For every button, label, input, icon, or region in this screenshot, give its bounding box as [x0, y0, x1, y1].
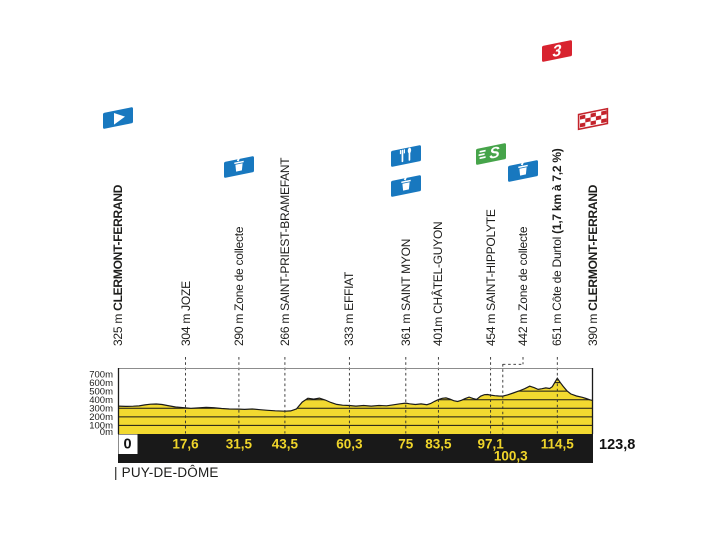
distance-label: 0 — [123, 437, 131, 453]
waypoint-label: 651 m Côte de Durtol (1,7 km à 7,2 %) — [550, 148, 564, 346]
yaxis-tick-label: 400m — [89, 395, 113, 406]
start-flag-icon — [101, 104, 135, 132]
waypoint-elevation: 333 m — [342, 310, 357, 346]
distance-band — [118, 434, 593, 463]
waypoint-label: 304 m JOZE — [179, 281, 193, 346]
waypoint-label: 442 m Zone de collecte — [516, 227, 530, 346]
distance-label: 31,5 — [226, 437, 253, 452]
waypoint-label: 325 m CLERMONT-FERRAND — [111, 185, 125, 346]
waypoint-label: 454 m SAINT-HIPPOLYTE — [484, 209, 498, 346]
distance-label: 60,3 — [336, 437, 363, 452]
waypoint-elevation: 442 m — [516, 310, 530, 346]
distance-label: 17,6 — [172, 437, 199, 452]
waypoint-label: 333 m EFFIAT — [342, 272, 356, 346]
waypoint-climb-detail: (1,7 km à 7,2 %) — [550, 148, 565, 237]
collecte-icon — [506, 157, 540, 185]
waypoint-name: SAINT-HIPPOLYTE — [483, 209, 498, 311]
distance-label: 83,5 — [425, 437, 452, 452]
yaxis-tick-label: 700m — [89, 369, 113, 380]
waypoint-name: EFFIAT — [342, 271, 357, 311]
waypoint-name: CLERMONT-FERRAND — [586, 184, 600, 311]
finish-flag-icon — [576, 105, 610, 133]
waypoint-name: Zone de collecte — [231, 226, 246, 311]
terrain-outline — [117, 377, 594, 412]
waypoint-elevation: 390 m — [586, 310, 600, 346]
waypoint-label: 290 m Zone de collecte — [232, 227, 246, 346]
sprint-icon: S — [474, 140, 508, 168]
yaxis-tick-label: 200m — [89, 412, 113, 423]
waypoint-elevation: 266 m — [277, 310, 292, 346]
feed-icon — [389, 142, 423, 170]
waypoint-label: 361 m SAINT MYON — [399, 239, 413, 346]
yaxis-tick-label: 0m — [100, 427, 113, 438]
waypoint-elevation: 651 m — [550, 310, 565, 346]
waypoint-name: JOZE — [178, 281, 193, 311]
waypoint-elevation: 361 m — [398, 310, 413, 346]
yaxis-tick-label: 100m — [89, 421, 113, 432]
waypoint-elevation: 401m — [431, 313, 446, 346]
waypoint-name: SAINT-PRIEST-BRAMEFANT — [277, 157, 292, 311]
collecte-icon — [389, 172, 423, 200]
waypoint-name: Zone de collecte — [516, 226, 530, 311]
waypoint-label: 390 m CLERMONT-FERRAND — [586, 185, 600, 346]
waypoint-elevation: 454 m — [483, 310, 498, 346]
distance-label: 123,8 — [599, 437, 635, 453]
waypoint-label: 401m CHÂTEL-GUYON — [431, 222, 445, 346]
distance-label: 100,3 — [494, 449, 528, 464]
distance-label: 75 — [398, 437, 414, 452]
svg-text:3: 3 — [553, 41, 562, 61]
waypoint-elevation: 325 m — [111, 310, 125, 346]
band-start-notch — [118, 434, 138, 454]
cat3-icon: 3 — [540, 37, 574, 65]
waypoint-label: 266 m SAINT-PRIEST-BRAMEFANT — [278, 158, 292, 346]
distance-label: 43,5 — [272, 437, 299, 452]
yaxis-tick-label: 500m — [89, 386, 113, 397]
collecte-icon — [222, 153, 256, 181]
distance-label: 97,1 — [477, 437, 504, 452]
waypoint-name: CLERMONT-FERRAND — [111, 184, 125, 311]
waypoint-elevation: 290 m — [231, 310, 246, 346]
waypoint-name: CHÂTEL-GUYON — [431, 221, 446, 314]
waypoint-elevation: 304 m — [178, 310, 193, 346]
waypoint-name: Côte de Durtol — [550, 236, 565, 311]
yaxis-tick-label: 600m — [89, 378, 113, 389]
waypoint-name: SAINT MYON — [398, 238, 413, 311]
yaxis-tick-label: 300m — [89, 404, 113, 415]
svg-text:S: S — [489, 144, 500, 163]
department-label: | PUY-DE-DÔME — [114, 465, 219, 480]
distance-label: 114,5 — [541, 437, 575, 452]
